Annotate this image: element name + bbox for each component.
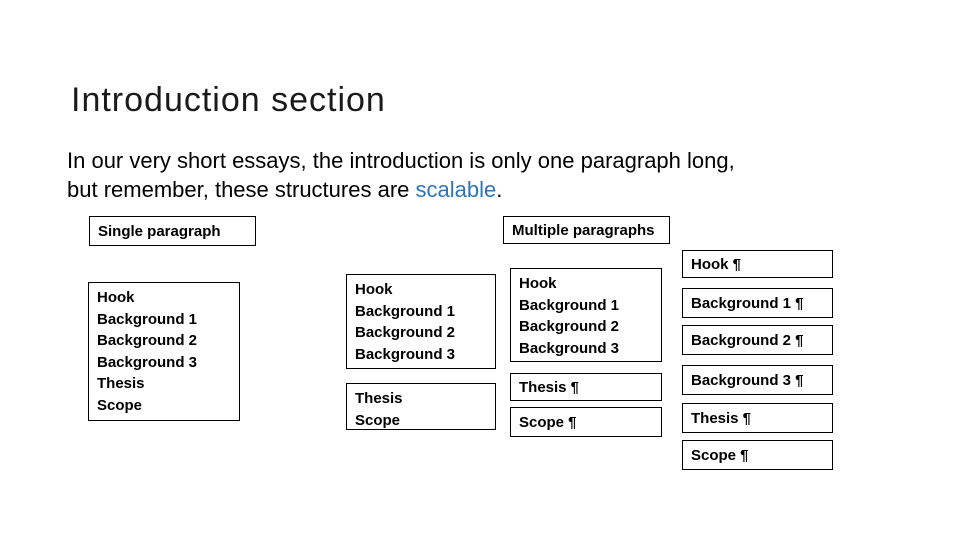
two-paragraph-thesis-scope-box: Thesis Scope (346, 383, 496, 430)
structure-line: Background 2 (519, 318, 620, 335)
body-line-1: In our very short essays, the introducti… (67, 148, 735, 173)
structure-line: Scope (355, 411, 401, 429)
structure-line: Background 3 (355, 345, 456, 363)
structure-line: Scope (97, 396, 143, 414)
structure-line: Thesis ¶ (519, 378, 580, 396)
structure-line: Background 3 (97, 353, 198, 371)
six-paragraph-thesis-box: Thesis ¶ (682, 403, 833, 433)
structure-line: Background 3 ¶ (691, 371, 804, 389)
three-paragraph-thesis-box: Thesis ¶ (510, 373, 662, 401)
structure-line: Hook (519, 275, 557, 292)
structure-line: Background 3 (519, 339, 620, 357)
slide-body-paragraph: In our very short essays, the introducti… (67, 146, 735, 204)
three-paragraph-scope-box: Scope ¶ (510, 407, 662, 437)
structure-line: Thesis (97, 375, 145, 392)
body-highlight-scalable: scalable (415, 177, 497, 202)
single-paragraph-label-box: Single paragraph (89, 216, 256, 246)
single-paragraph-label: Single paragraph (98, 222, 221, 240)
body-line-2: but remember, these structures are scala… (67, 175, 735, 204)
structure-line: Background 1 (97, 310, 198, 328)
slide-title: Introduction section (71, 80, 386, 119)
structure-line: Background 1 (519, 296, 620, 314)
structure-line: Background 1 (355, 302, 456, 320)
structure-line: Background 2 ¶ (691, 331, 804, 349)
multiple-paragraphs-label: Multiple paragraphs (512, 221, 655, 239)
structure-line: Background 1 ¶ (691, 294, 804, 312)
six-paragraph-hook-box: Hook ¶ (682, 250, 833, 278)
structure-line: Background 2 (97, 332, 198, 349)
structure-line: Hook (355, 281, 393, 298)
structure-line: Hook (97, 289, 135, 306)
two-paragraph-hook-background-box: Hook Background 1 Background 2 Backgroun… (346, 274, 496, 369)
body-line-2-text: but remember, these structures are (67, 177, 416, 202)
six-paragraph-scope-box: Scope ¶ (682, 440, 833, 470)
body-line-2-period: . (496, 177, 503, 202)
single-paragraph-structure-box: Hook Background 1 Background 2 Backgroun… (88, 282, 240, 421)
structure-line: Thesis ¶ (691, 409, 752, 427)
six-paragraph-background2-box: Background 2 ¶ (682, 325, 833, 355)
structure-line: Scope ¶ (691, 446, 749, 464)
structure-line: Hook ¶ (691, 255, 742, 273)
six-paragraph-background3-box: Background 3 ¶ (682, 365, 833, 395)
three-paragraph-hook-background-box: Hook Background 1 Background 2 Backgroun… (510, 268, 662, 362)
structure-line: Background 2 (355, 324, 456, 341)
multiple-paragraphs-label-box: Multiple paragraphs (503, 216, 670, 244)
structure-line: Scope ¶ (519, 413, 577, 431)
structure-line: Thesis (355, 390, 403, 407)
six-paragraph-background1-box: Background 1 ¶ (682, 288, 833, 318)
